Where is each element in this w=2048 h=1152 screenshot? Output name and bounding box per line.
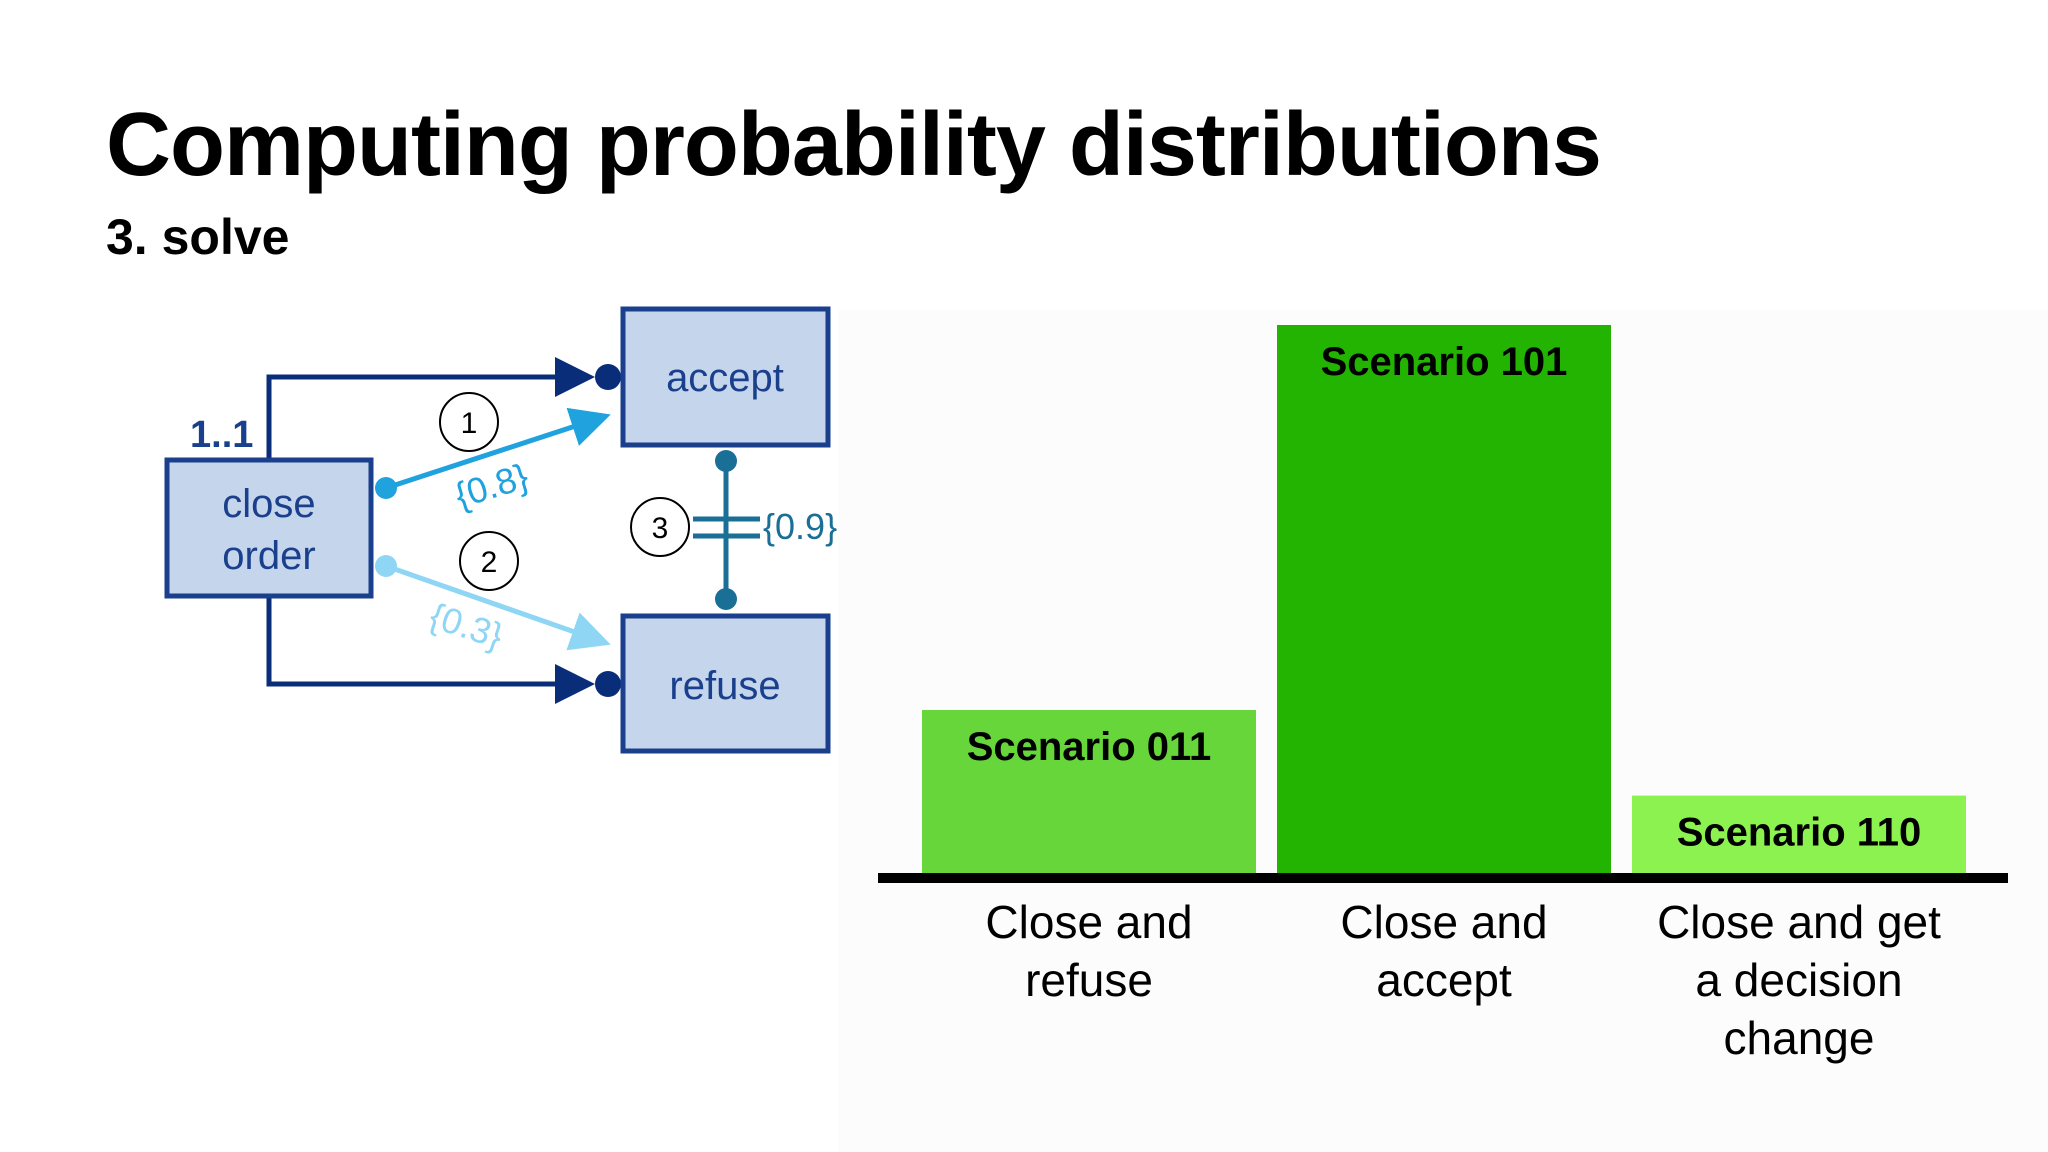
- prob-edge-accept: [385, 407, 611, 491]
- node-refuse-label: refuse: [669, 664, 780, 708]
- slide-title: Computing probability distributions: [106, 95, 1602, 195]
- multiplicity-label: 1..1: [190, 414, 253, 456]
- step-marker-3: [630, 497, 690, 557]
- connector-close-to-accept: [266, 357, 595, 460]
- bar-label-1: Scenario 011: [967, 725, 1212, 769]
- bar-scenario-1: [922, 710, 1256, 874]
- node-accept: [620, 306, 831, 448]
- bar-scenario-3: [1632, 795, 1966, 874]
- prob-label-exclusion: {0.9}: [763, 506, 837, 547]
- category-label-3-line-2: a decision: [1695, 954, 1902, 1006]
- prob-edge-refuse-source-dot: [375, 555, 397, 577]
- connector-close-to-refuse: [266, 596, 595, 704]
- node-accept-label: accept: [666, 356, 784, 400]
- connector-refuse-endpoint: [595, 671, 621, 697]
- exclusion-top-dot: [715, 450, 737, 472]
- step-marker-2: [459, 531, 519, 591]
- prob-edge-accept-source-dot: [375, 477, 397, 499]
- bar-label-3: Scenario 110: [1677, 811, 1922, 855]
- connector-accept-endpoint: [595, 364, 621, 390]
- bar-label-2: Scenario 101: [1321, 340, 1568, 384]
- slide-subtitle: 3. solve: [106, 209, 290, 265]
- node-refuse: [620, 613, 831, 754]
- category-label-2-line-2: accept: [1376, 954, 1512, 1006]
- exclusion-bottom-dot: [715, 588, 737, 610]
- step-marker-1-label: 1: [461, 407, 478, 440]
- category-label-1-line-2: refuse: [1025, 954, 1153, 1006]
- category-label-1-line-1: Close and: [985, 896, 1192, 948]
- category-label-3-line-1: Close and get: [1657, 896, 1941, 948]
- step-marker-2-label: 2: [481, 546, 498, 579]
- step-marker-3-label: 3: [652, 512, 669, 545]
- prob-edge-refuse: [385, 563, 611, 651]
- node-close-order-label-line2: order: [222, 534, 315, 578]
- process-diagram: close order 1..1 accept refuse {0.8} {0.…: [164, 306, 837, 754]
- category-label-3-line-3: change: [1724, 1012, 1875, 1064]
- step-marker-1: [439, 392, 499, 452]
- category-label-2-line-1: Close and: [1340, 896, 1547, 948]
- bar-scenario-2: [1277, 325, 1611, 874]
- node-close-order: [164, 457, 374, 599]
- node-close-order-label-line1: close: [222, 482, 315, 526]
